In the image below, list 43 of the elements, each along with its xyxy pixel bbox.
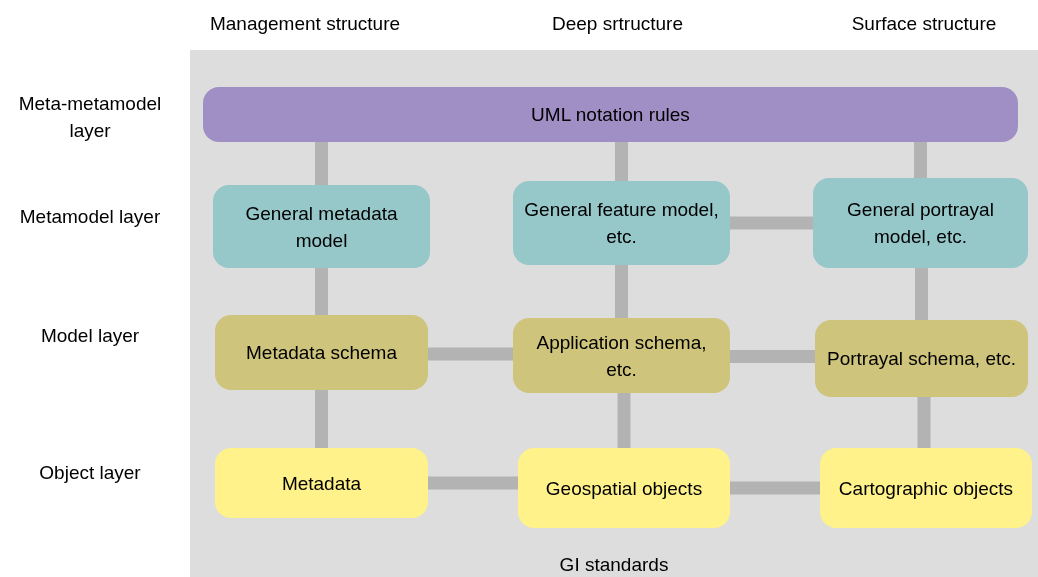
- connector-line: [730, 216, 813, 230]
- connector-line: [617, 393, 631, 448]
- box-text: UML notation rules: [531, 103, 690, 127]
- layer-box: [213, 185, 430, 268]
- connector-line: [615, 142, 628, 181]
- column-header: Deep srtructure: [551, 12, 684, 36]
- layer-box: [215, 448, 428, 518]
- connector-line: [914, 142, 927, 178]
- row-label: Object layer: [38, 461, 142, 485]
- connector-line: [315, 142, 328, 185]
- layer-box: [815, 320, 1028, 397]
- box-text: General portrayal model, etc.: [846, 198, 995, 249]
- box-text: Portrayal schema, etc.: [827, 347, 1016, 371]
- layer-box: [513, 181, 730, 265]
- column-header: Management structure: [208, 12, 402, 36]
- row-label: Model layer: [39, 324, 141, 348]
- layer-box: [513, 318, 730, 393]
- layer-box: [813, 178, 1028, 268]
- connector-line: [917, 397, 931, 448]
- connector-line: [315, 390, 328, 448]
- connector-line: [730, 481, 820, 495]
- layer-box: [518, 448, 730, 528]
- panel-title: GI standards: [558, 553, 670, 577]
- box-text: Metadata schema: [246, 341, 397, 365]
- connector-line: [730, 350, 815, 363]
- layer-box: [215, 315, 428, 390]
- layer-box: [203, 87, 1018, 142]
- standards-panel: [190, 50, 1038, 577]
- connector-line: [315, 268, 328, 315]
- column-header: Surface structure: [850, 12, 998, 36]
- connector-line: [615, 265, 628, 318]
- box-text: Geospatial objects: [545, 476, 703, 501]
- box-text: General feature model, etc.: [523, 198, 720, 249]
- row-label: Metamodel layer: [18, 205, 162, 229]
- box-text: Metadata: [281, 471, 362, 496]
- row-label: Meta-metamodel layer: [17, 92, 163, 143]
- connector-line: [428, 476, 518, 490]
- connector-line: [428, 347, 513, 361]
- box-text: General metadata model: [244, 201, 399, 253]
- layer-box: [820, 448, 1032, 528]
- connector-line: [915, 268, 928, 320]
- box-text: Cartographic objects: [838, 476, 1014, 501]
- box-text: Application schema, etc.: [535, 330, 708, 382]
